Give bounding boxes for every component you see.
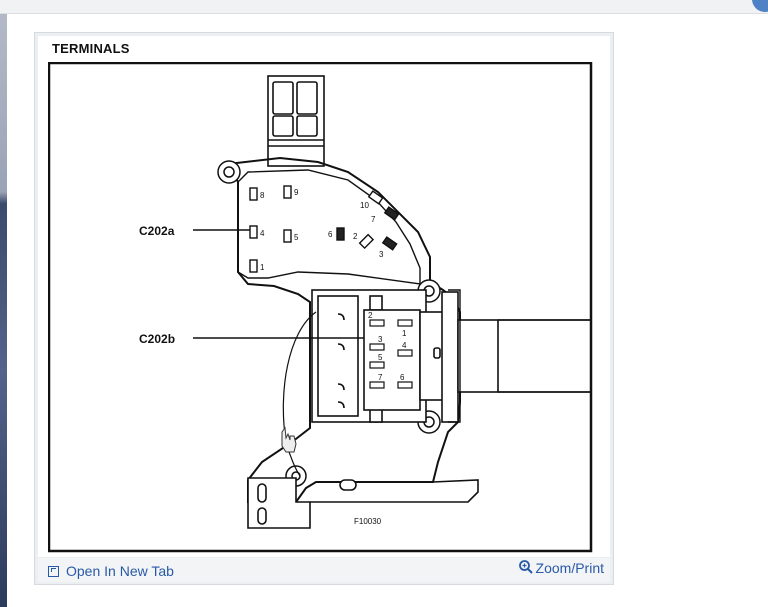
pin-label-b7: 7 <box>378 373 383 382</box>
hand-cursor-icon <box>281 426 297 453</box>
c202a-label: C202a <box>139 224 175 238</box>
lower-bracket <box>247 477 357 529</box>
browser-top-bar <box>0 0 768 14</box>
c202a-pins <box>249 185 400 273</box>
steering-column <box>498 319 590 393</box>
pin-label-2: 2 <box>353 232 358 241</box>
pin-label-3: 3 <box>379 250 384 259</box>
pin-label-b5: 5 <box>378 353 383 362</box>
pin-label-9: 9 <box>294 188 299 197</box>
corner-button[interactable] <box>752 0 768 12</box>
mounting-screw-top <box>217 160 241 184</box>
pin-label-4: 4 <box>260 229 265 238</box>
figure-footer: Open In New Tab Zoom/Print <box>38 558 610 582</box>
magnifier-icon <box>518 560 533 574</box>
pin-label-6: 6 <box>328 230 333 239</box>
open-new-tab-icon <box>48 565 59 577</box>
figure-image-area: TERMINALS <box>38 36 610 557</box>
open-new-tab-link[interactable]: Open In New Tab <box>48 563 174 579</box>
zoom-print-link[interactable]: Zoom/Print <box>518 560 604 576</box>
pin-label-1: 1 <box>260 263 265 272</box>
figure-panel: TERMINALS <box>34 32 614 585</box>
open-new-tab-label: Open In New Tab <box>66 563 174 579</box>
c202b-pins <box>369 319 413 389</box>
pin-label-b4: 4 <box>402 341 407 350</box>
zoom-print-label: Zoom/Print <box>535 560 604 576</box>
figure-title: TERMINALS <box>52 41 130 56</box>
pin-label-b1: 1 <box>402 329 407 338</box>
top-plug <box>267 75 325 167</box>
c202b-label: C202b <box>139 332 175 346</box>
pin-label-5: 5 <box>294 233 299 242</box>
pin-label-b6: 6 <box>400 373 405 382</box>
terminals-diagram: 8 9 4 5 1 6 10 7 2 3 <box>48 62 593 553</box>
pin-label-7: 7 <box>371 215 376 224</box>
pin-label-8: 8 <box>260 191 265 200</box>
pin-label-10: 10 <box>360 201 369 210</box>
wire <box>282 311 317 477</box>
switch-housing <box>226 156 461 503</box>
pin-label-b2: 2 <box>368 311 373 320</box>
left-window-edge <box>0 14 7 607</box>
pin-label-b3: 3 <box>378 335 383 344</box>
figure-code: F10030 <box>354 517 382 526</box>
